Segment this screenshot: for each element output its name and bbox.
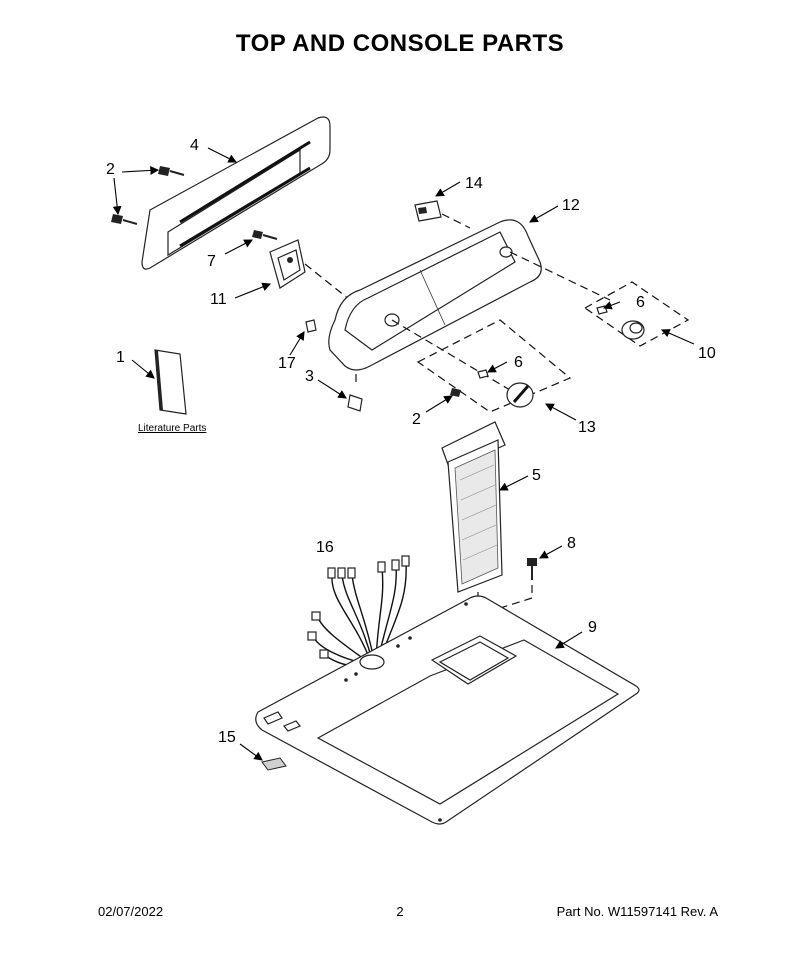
switch [414,200,442,222]
callout-7: 7 [207,253,216,270]
callout-5: 5 [532,467,541,484]
callout-13: 13 [578,419,596,436]
dryer-top [255,595,640,825]
callout-1: 1 [116,349,125,366]
callout-8: 8 [567,535,576,552]
knob [506,382,534,408]
console [328,219,542,371]
footer-page-number: 2 [396,904,404,919]
callout-14: 14 [465,175,483,192]
footer-part-number: Part No. W11597141 Rev. A [556,904,718,919]
screw [111,214,138,225]
callout-12: 12 [562,197,580,214]
callout-2: 2 [412,411,421,428]
callout-6: 6 [636,294,645,311]
callout-15: 15 [218,729,236,746]
callout-4: 4 [190,137,199,154]
callout-9: 9 [588,619,597,636]
callout-17: 17 [278,355,296,372]
rear-console-panel [141,116,331,270]
screw [252,230,278,240]
literature-label: Literature Parts [138,423,206,434]
callout-11: 11 [210,291,227,308]
page-title: TOP AND CONSOLE PARTS [235,30,565,57]
lint-screen [441,421,506,593]
callout-2: 2 [106,161,115,178]
callout-16: 16 [316,539,334,556]
callout-10: 10 [698,345,716,362]
spring-clip [477,369,489,379]
literature-booklet [154,349,187,415]
timer-bracket [269,239,306,289]
callout-6: 6 [514,354,523,371]
screw [527,558,537,580]
screw [450,388,461,397]
clip [305,319,317,333]
knob [621,320,645,340]
foam-pad [261,757,287,771]
screw [158,166,185,176]
harness-connector [347,394,363,412]
footer-date: 02/07/2022 [98,904,164,919]
callout-3: 3 [305,368,314,385]
